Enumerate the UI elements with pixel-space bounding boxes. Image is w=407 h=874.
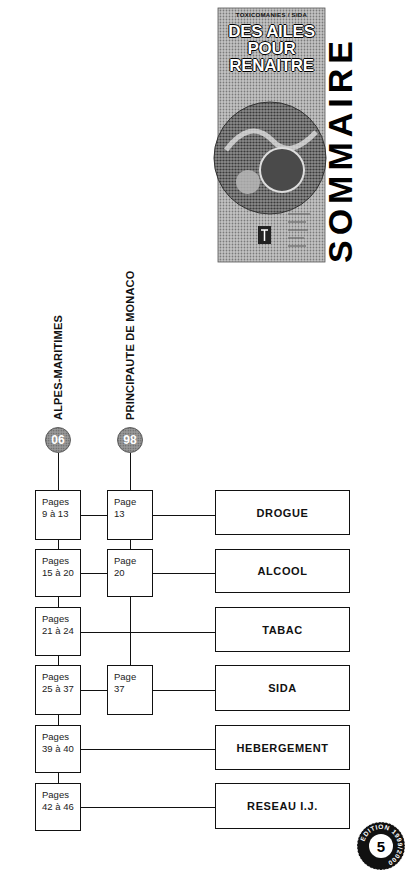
page-reference: Pages 25 à 37 xyxy=(42,671,75,695)
connector-line xyxy=(130,597,131,665)
region-circle: ALPES-MARITIMES06 xyxy=(45,427,71,453)
edition-stamp-text: EDITION 1999/2000 xyxy=(359,823,404,867)
region-number: 98 xyxy=(117,427,143,453)
page-box: Pages 21 à 24 xyxy=(35,607,81,656)
cover-disc xyxy=(260,148,304,192)
page-box: Pages 39 à 40 xyxy=(35,725,81,773)
connector-line xyxy=(81,690,107,691)
topic-name: RESEAU I.J. xyxy=(247,800,318,812)
cover-globe xyxy=(214,102,326,214)
topic-box: ALCOOL xyxy=(215,549,350,593)
cover-logo-mark xyxy=(261,230,268,241)
connector-line xyxy=(81,807,215,808)
page-reference: Page 37 xyxy=(114,671,147,695)
connector-line xyxy=(153,690,215,691)
cover-disc xyxy=(236,170,260,194)
topic-name: SIDA xyxy=(268,682,297,694)
page-box: Page 37 xyxy=(107,665,153,715)
connector-line xyxy=(58,597,59,607)
page-reference: Page 20 xyxy=(114,555,147,579)
page-box: Pages 25 à 37 xyxy=(35,665,81,715)
page-reference: Pages 21 à 24 xyxy=(42,613,75,637)
topic-box: HEBERGEMENT xyxy=(215,725,350,770)
connector-line xyxy=(81,515,107,516)
circle-shape xyxy=(46,428,71,453)
connector-line xyxy=(58,715,59,725)
topic-name: ALCOOL xyxy=(257,565,307,577)
page-box: Pages 42 à 46 xyxy=(35,783,81,831)
page-title: SOMMAIRE xyxy=(326,36,354,263)
region-circle: PRINCIPAUTE DE MONACO98 xyxy=(117,427,143,453)
connector-line xyxy=(130,540,131,549)
connector-line xyxy=(58,540,59,549)
connector-line xyxy=(58,453,59,490)
connector-line xyxy=(81,632,215,633)
connector-line xyxy=(81,573,107,574)
region-heading: PRINCIPAUTE DE MONACO xyxy=(124,271,137,420)
cover-logo xyxy=(258,226,271,244)
page-reference: Pages 39 à 40 xyxy=(42,731,75,755)
cover-lines xyxy=(288,214,310,246)
page-box: Page 20 xyxy=(107,549,153,597)
topic-box: SIDA xyxy=(215,665,350,711)
page-reference: Pages 15 à 20 xyxy=(42,555,75,579)
connector-line xyxy=(153,515,215,516)
region-heading: ALPES-MARITIMES xyxy=(52,315,65,420)
connector-line xyxy=(130,453,131,490)
stamp-ring xyxy=(357,822,405,870)
topic-name: HEBERGEMENT xyxy=(236,742,328,754)
circle-shape xyxy=(118,428,143,453)
page-box: Pages 9 à 13 xyxy=(35,490,81,540)
page-reference: Pages 42 à 46 xyxy=(42,789,75,813)
topic-name: DROGUE xyxy=(257,507,309,519)
connector-line xyxy=(153,573,215,574)
cover-series: TOXICOMANIES / SIDA xyxy=(218,12,325,18)
topic-box: DROGUE xyxy=(215,490,350,535)
page-reference: Pages 9 à 13 xyxy=(42,496,75,520)
connector-line xyxy=(58,773,59,783)
page-reference: Page 13 xyxy=(114,496,147,520)
connector-line xyxy=(58,656,59,665)
page-number: 5 xyxy=(369,834,393,858)
topic-box: TABAC xyxy=(215,607,350,652)
stamp-edge xyxy=(357,822,405,870)
cover-title: DES AILES POUR RENAITRE xyxy=(221,23,322,74)
page-box: Page 13 xyxy=(107,490,153,540)
topic-box: RESEAU I.J. xyxy=(215,783,350,829)
topic-name: TABAC xyxy=(262,624,303,636)
page-box: Pages 15 à 20 xyxy=(35,549,81,597)
stamp-center xyxy=(369,834,393,858)
connector-line xyxy=(81,749,215,750)
cover-wing xyxy=(226,131,316,150)
region-number: 06 xyxy=(45,427,71,453)
